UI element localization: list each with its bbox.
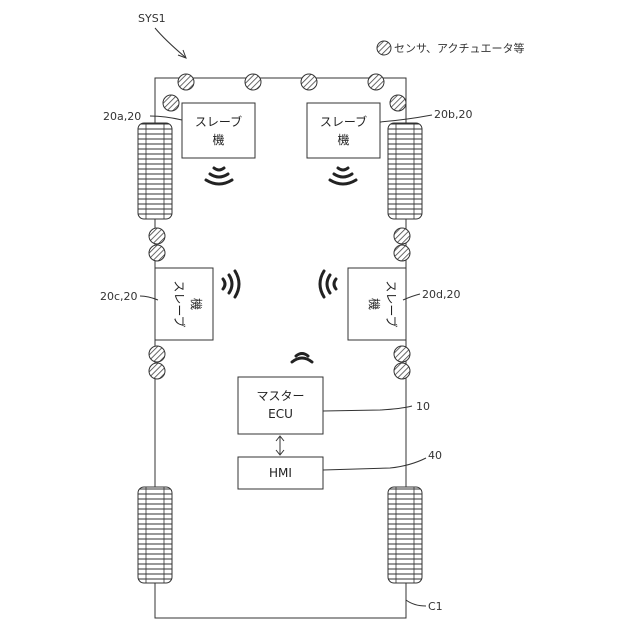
system-label: SYS1 xyxy=(138,12,166,25)
slave-a-box: スレーブ 機 xyxy=(182,103,255,158)
slave-d-ref: 20d,20 xyxy=(422,288,460,301)
slave-d-line1: スレーブ xyxy=(384,280,399,327)
slave-d-box: スレーブ 機 xyxy=(348,268,406,340)
ecu-hmi-connection xyxy=(276,436,284,455)
slave-c-line1: スレーブ xyxy=(172,280,187,327)
hmi-box: HMI xyxy=(238,457,323,489)
chassis-label: C1 xyxy=(428,600,443,613)
slave-b-box: スレーブ 機 xyxy=(307,103,380,158)
master-ecu-box: マスター ECU xyxy=(238,377,323,434)
wireless-signal-icon xyxy=(292,354,312,363)
sensor-icon xyxy=(301,74,317,90)
sensor-icon xyxy=(149,346,165,362)
sensor-icon xyxy=(149,228,165,244)
sensor-icon xyxy=(394,245,410,261)
wireless-signal-icon xyxy=(223,271,239,297)
slave-c-box: スレーブ 機 xyxy=(155,268,213,340)
sensor-icon xyxy=(394,346,410,362)
hmi-leader xyxy=(323,458,426,470)
sensor-icon xyxy=(394,363,410,379)
wheel-rear-right xyxy=(388,487,422,583)
sensor-icon xyxy=(368,74,384,90)
sensor-icon xyxy=(390,95,406,111)
chassis-leader xyxy=(406,600,426,606)
wheel-front-right xyxy=(388,123,422,219)
legend: センサ、アクチュエータ等 xyxy=(377,41,524,55)
wireless-signal-icon xyxy=(206,168,232,184)
wheel-rear-left xyxy=(138,487,172,583)
master-ecu-line2: ECU xyxy=(268,407,293,421)
wireless-signal-icon xyxy=(330,168,356,184)
hmi-label: HMI xyxy=(269,466,292,480)
slave-c-line2: 機 xyxy=(189,298,204,310)
legend-hatch-icon xyxy=(377,41,391,55)
hmi-ref: 40 xyxy=(428,449,442,462)
wireless-signal-icon xyxy=(320,271,336,297)
legend-text: センサ、アクチュエータ等 xyxy=(394,41,524,55)
sensor-icon xyxy=(394,228,410,244)
system-arrow xyxy=(155,28,186,58)
slave-a-line1: スレーブ xyxy=(195,114,242,129)
master-ecu-line1: マスター xyxy=(256,389,304,403)
sensor-icon xyxy=(163,95,179,111)
slave-b-line2: 機 xyxy=(337,132,349,147)
sensor-icon xyxy=(245,74,261,90)
slave-a-ref: 20a,20 xyxy=(103,110,141,123)
master-ecu-leader xyxy=(323,406,412,411)
slave-b-ref: 20b,20 xyxy=(434,108,472,121)
chassis-outline xyxy=(155,78,406,618)
slave-b-line1: スレーブ xyxy=(320,114,367,129)
wheel-front-left xyxy=(138,123,172,219)
slave-d-line2: 機 xyxy=(367,298,382,310)
slave-a-line2: 機 xyxy=(212,132,224,147)
master-ecu-ref: 10 xyxy=(416,400,430,413)
slave-c-ref: 20c,20 xyxy=(100,290,138,303)
sensor-icon xyxy=(178,74,194,90)
sensor-icon xyxy=(149,363,165,379)
sensor-icon xyxy=(149,245,165,261)
